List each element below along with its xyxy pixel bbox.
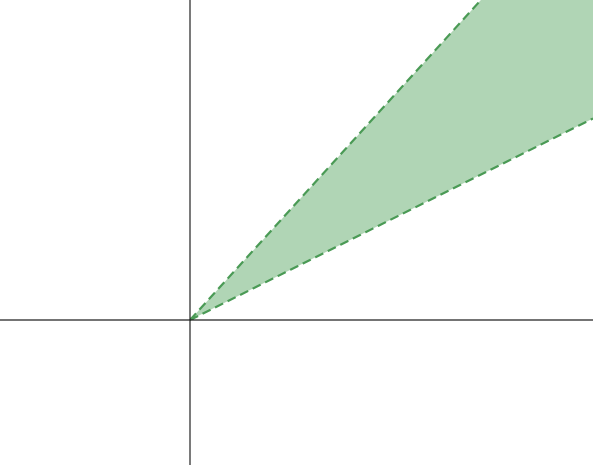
shaded-region (190, 0, 593, 320)
lower-dashed-boundary (189, 117, 593, 321)
upper-dashed-boundary (189, 0, 483, 321)
